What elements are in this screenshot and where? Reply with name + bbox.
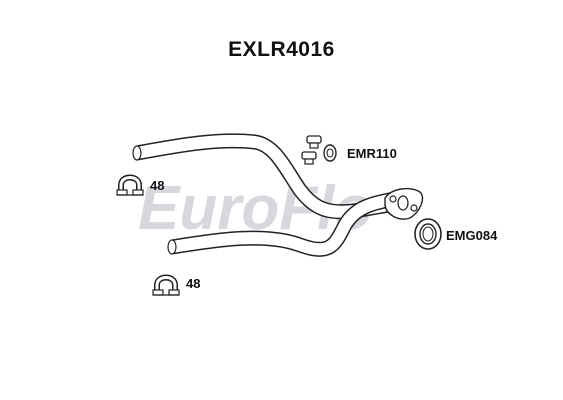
clamp-lower bbox=[152, 274, 180, 296]
lower-pipe-end bbox=[167, 239, 177, 255]
upper-pipe bbox=[132, 133, 402, 220]
rubber-mount-top bbox=[306, 135, 322, 149]
clamp-upper-label: 48 bbox=[150, 178, 165, 193]
lower-pipe bbox=[167, 190, 402, 257]
gasket bbox=[414, 218, 442, 250]
rubber-mount-label: EMR110 bbox=[347, 146, 397, 161]
flange bbox=[384, 187, 424, 220]
gasket-label: EMG084 bbox=[446, 228, 498, 243]
part-number-title: EXLR4016 bbox=[228, 38, 335, 61]
clamp-upper bbox=[116, 174, 144, 196]
rubber-mount-bottom bbox=[301, 151, 317, 165]
clamp-lower-label: 48 bbox=[186, 276, 201, 291]
rubber-mount-ring bbox=[323, 144, 337, 162]
upper-pipe-end bbox=[132, 145, 142, 161]
